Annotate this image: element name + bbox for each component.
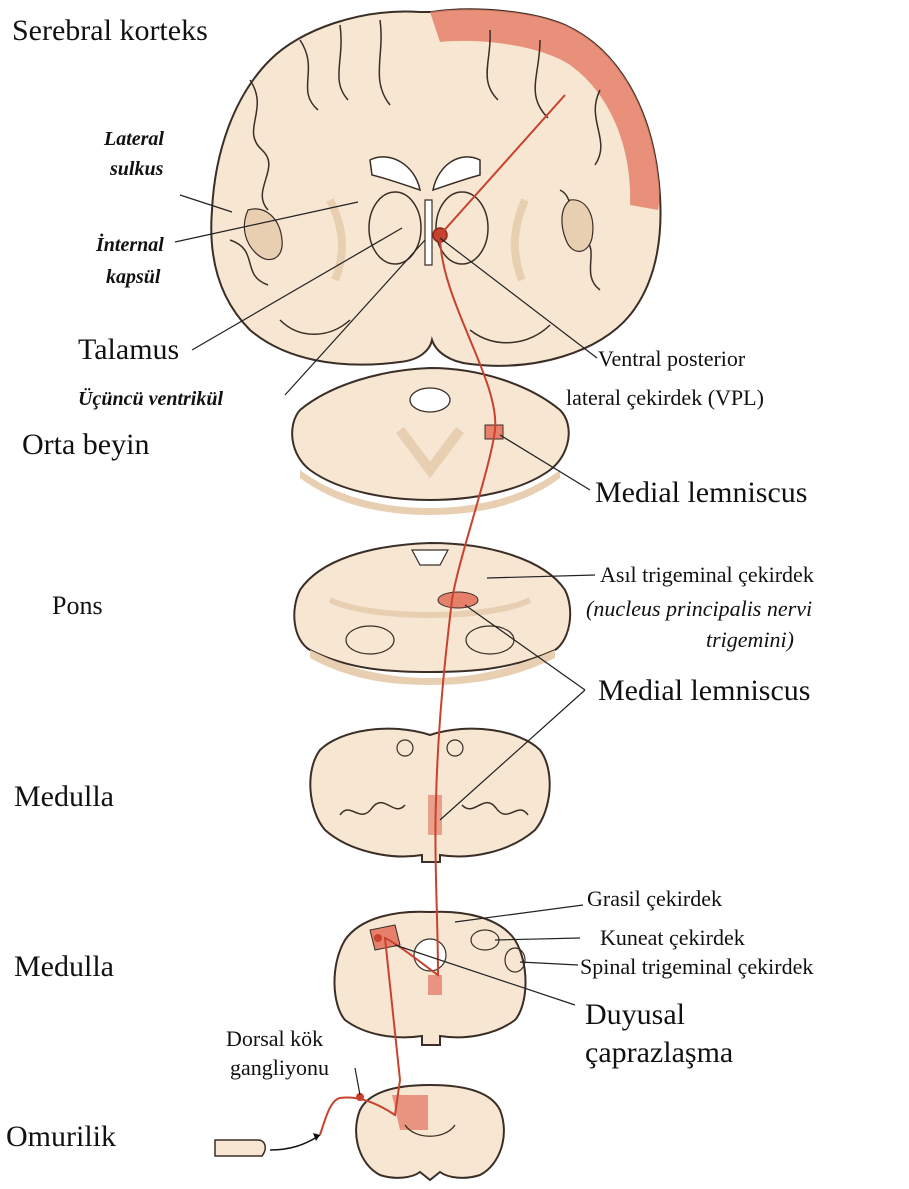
- label-asil-trigeminal: Asıl trigeminal çekirdek: [600, 563, 814, 587]
- label-vpl-line2: lateral çekirdek (VPL): [566, 386, 764, 410]
- label-dorsal-kok-line2: gangliyonu: [230, 1056, 329, 1080]
- label-lateral-sulkus-line1: Lateral: [104, 128, 164, 150]
- label-duyusal-line2: çaprazlaşma: [585, 1036, 733, 1069]
- label-medulla-lower: Medulla: [14, 950, 114, 983]
- label-ucuncu-ventrikul: Üçüncü ventrikül: [78, 388, 223, 410]
- brain-coronal-section: [211, 9, 660, 365]
- label-orta-beyin: Orta beyin: [22, 428, 149, 461]
- label-kuneat: Kuneat çekirdek: [600, 926, 745, 950]
- label-serebral-korteks: Serebral korteks: [12, 14, 208, 47]
- label-nucleus-line2: trigemini): [706, 628, 794, 652]
- label-dorsal-kok-line1: Dorsal kök: [226, 1027, 323, 1051]
- label-internal-kapsul-line1: İnternal: [96, 234, 164, 256]
- label-lateral-sulkus-line2: sulkus: [110, 158, 163, 180]
- label-talamus: Talamus: [78, 333, 179, 366]
- label-vpl-line1: Ventral posterior: [598, 347, 745, 371]
- label-internal-kapsul-line2: kapsül: [106, 266, 160, 288]
- label-medial-lemniscus-1: Medial lemniscus: [595, 476, 807, 509]
- label-duyusal-line1: Duyusal: [585, 998, 685, 1031]
- label-spinal-trigeminal: Spinal trigeminal çekirdek: [580, 955, 813, 979]
- label-medial-lemniscus-2: Medial lemniscus: [598, 674, 810, 707]
- label-medulla-upper: Medulla: [14, 780, 114, 813]
- upper-medulla-section: [310, 729, 549, 862]
- label-nucleus-line1: (nucleus principalis nervi: [586, 597, 812, 621]
- midbrain-section: [292, 368, 569, 515]
- pons-section: [294, 543, 570, 685]
- label-pons: Pons: [52, 592, 103, 621]
- label-grasil: Grasil çekirdek: [587, 887, 722, 911]
- label-omurilik: Omurilik: [6, 1120, 116, 1153]
